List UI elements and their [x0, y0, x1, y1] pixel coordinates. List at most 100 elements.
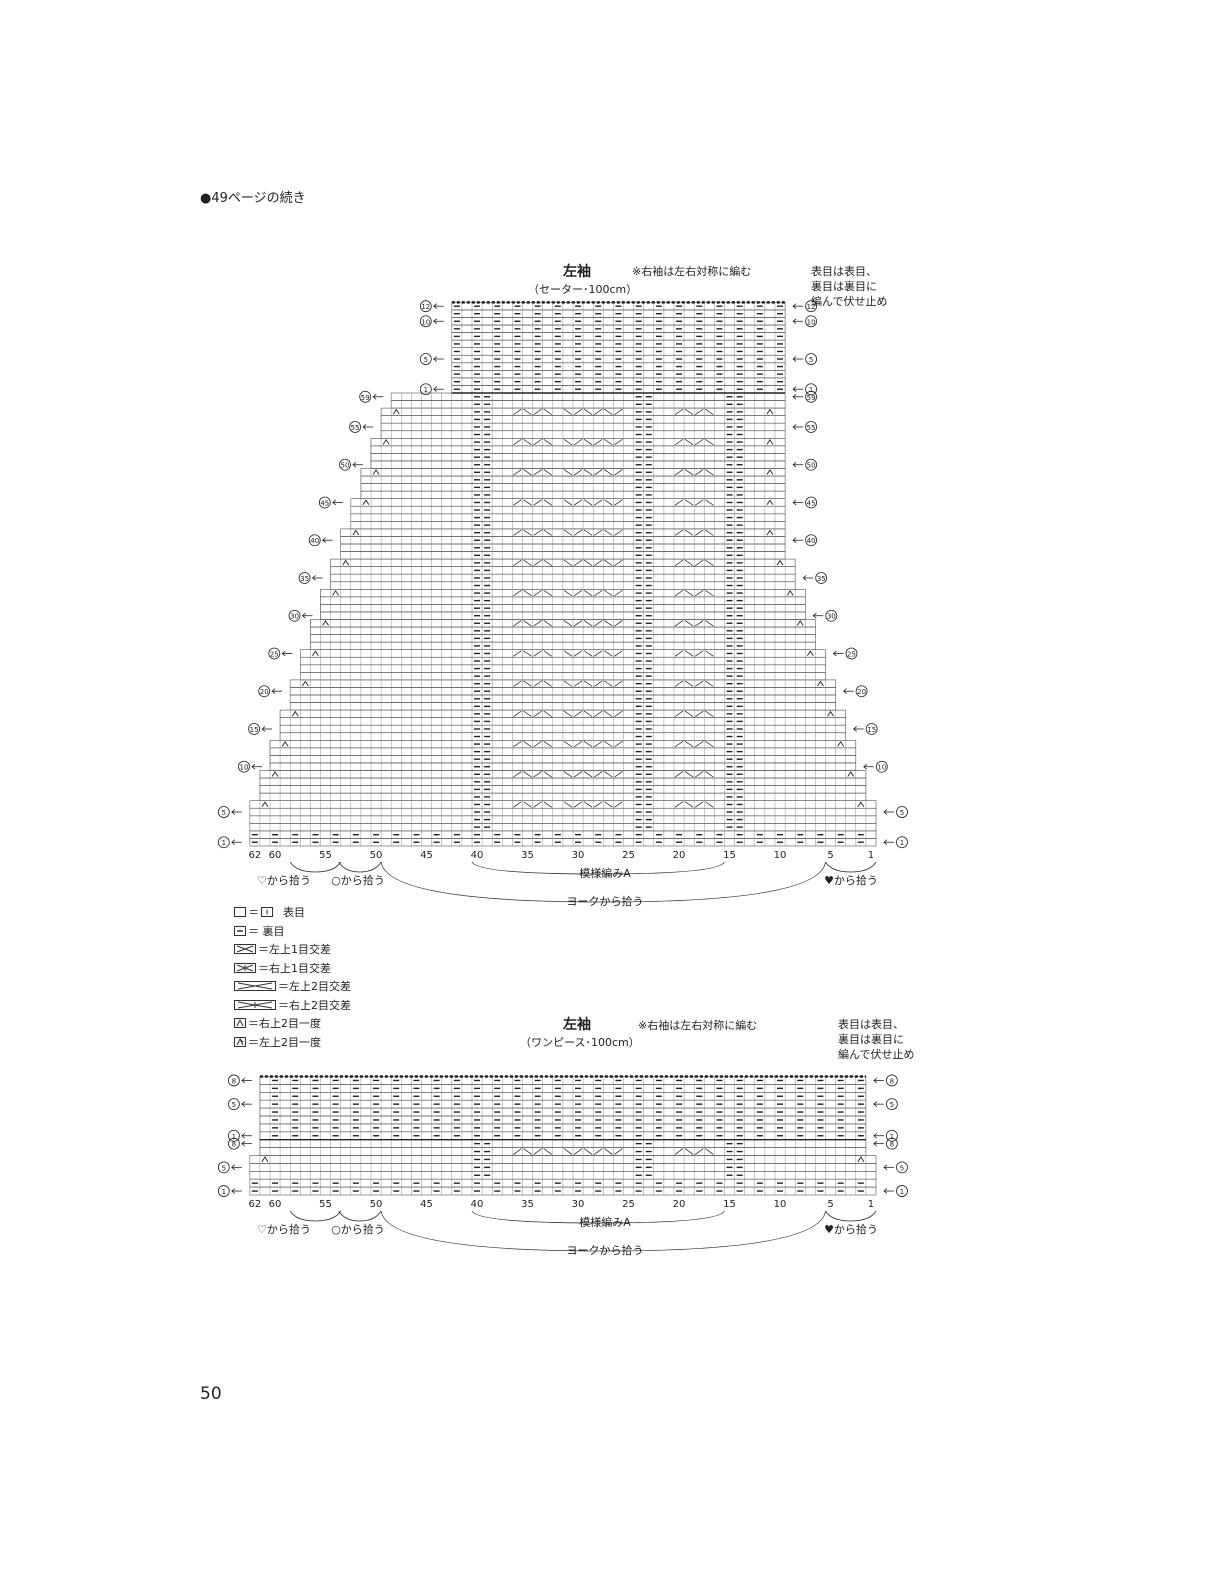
stitch-number: 10 — [774, 850, 787, 861]
cross-mark — [674, 740, 684, 748]
symbol-legend: ＝ 表目 ＝ 裏目 ＝左上1目交差 ＝右上1目交差 ＝左上2目交差 ＝右上2目交… — [234, 903, 351, 1051]
cross-mark — [513, 469, 522, 476]
cross-mark — [684, 740, 694, 748]
cross-mark — [684, 529, 694, 536]
decrease-mark — [301, 680, 309, 687]
cross-mark — [674, 620, 684, 627]
row-number-label: 12 — [421, 303, 430, 311]
bind-off-line: 編んで伏せ止め — [811, 294, 888, 308]
cross-mark — [593, 620, 603, 627]
legend-text: ＝右上1目交差 — [258, 961, 331, 975]
bind-off-line: 編んで伏せ止め — [838, 1047, 915, 1061]
stitch-number: 40 — [471, 850, 484, 861]
cross-mark — [583, 559, 593, 566]
cross-mark — [573, 801, 583, 808]
row-arrow-head — [792, 537, 797, 544]
cross-mark — [513, 529, 522, 536]
cross-mark — [684, 710, 694, 717]
cross-mark — [614, 499, 623, 506]
cross-mark — [563, 710, 573, 717]
cross-mark — [563, 469, 573, 476]
cross-mark — [684, 559, 694, 566]
cross-mark — [563, 529, 573, 536]
row-number-circle — [349, 421, 362, 433]
row-arrow-head — [792, 356, 797, 362]
row-arrow-head — [812, 612, 817, 619]
legend-row-left-k2tog: ＝左上2目一度 — [234, 1033, 351, 1052]
cross-mark — [593, 710, 603, 717]
legend-row-left-cross-2: ＝左上2目交差 — [234, 977, 351, 996]
cross-mark — [513, 740, 522, 748]
row-number-label: 1 — [222, 839, 226, 847]
row-number-circle — [805, 353, 817, 365]
page-header: ●49ページの続き — [200, 191, 306, 206]
row-arrow-head — [792, 461, 797, 468]
cross-mark — [674, 469, 684, 476]
row-arrow-head — [372, 393, 377, 400]
row-arrow-head — [802, 575, 807, 581]
cross-mark — [573, 438, 583, 446]
cross-mark — [614, 1148, 623, 1155]
grid-row — [370, 453, 786, 462]
cross-mark — [604, 740, 613, 748]
cross-mark — [593, 680, 603, 687]
cross-mark — [604, 408, 613, 415]
cross-mark — [563, 408, 573, 415]
cross-mark — [573, 559, 583, 566]
row-number-label: 10 — [877, 764, 886, 772]
row-number-circle — [896, 836, 908, 849]
chart2-note: ※右袖は左右対称に編む — [638, 1019, 758, 1032]
cross-mark — [533, 408, 542, 415]
cross-mark — [705, 1148, 714, 1155]
cross-mark — [705, 710, 714, 717]
cross-mark — [573, 650, 583, 657]
cross-mark — [684, 469, 694, 476]
cross-mark — [573, 620, 583, 627]
row-arrow-head — [352, 461, 357, 468]
decrease-mark — [312, 650, 319, 656]
cross-mark — [694, 650, 704, 657]
cross-mark — [694, 469, 704, 476]
cross-mark — [614, 438, 623, 446]
row-arrow-head — [433, 303, 438, 309]
cross-mark — [513, 408, 522, 415]
legend-row-purl: ＝ 裏目 — [234, 922, 351, 941]
cross-mark — [593, 499, 603, 506]
row-number-circle — [805, 534, 817, 547]
stitch-number: 45 — [420, 850, 433, 861]
stitch-number: 15 — [723, 850, 736, 861]
legend-row-right-cross-2: ＝右上2目交差 — [234, 996, 351, 1015]
cross-mark — [694, 529, 704, 536]
row-number-circle — [845, 647, 858, 660]
cross-mark — [674, 589, 684, 597]
row-number-label: 30 — [827, 613, 836, 621]
cross-mark — [614, 620, 623, 627]
row-number-circle — [318, 496, 331, 509]
row-number-circle — [248, 723, 261, 735]
row-number-label: 35 — [817, 575, 826, 583]
row-number-label: 25 — [270, 650, 279, 658]
cross-mark — [543, 680, 553, 687]
row-number-circle — [339, 458, 351, 471]
cross-mark — [533, 771, 542, 778]
cross-mark — [674, 1148, 684, 1155]
pattern-a-label: 模様編みA — [579, 866, 631, 880]
cross-mark — [543, 438, 553, 446]
row-arrow-head — [433, 318, 438, 325]
cross-mark — [593, 559, 603, 566]
cross-mark — [604, 650, 613, 657]
cross-mark — [614, 801, 623, 808]
cross-mark — [694, 680, 704, 687]
row-arrow-head — [231, 809, 236, 815]
cross-mark — [684, 801, 694, 808]
cross-mark — [694, 499, 704, 506]
stitch-number: 50 — [370, 850, 383, 861]
row-arrow-head — [231, 839, 236, 846]
row-number-circle — [805, 458, 817, 471]
decrease-mark — [281, 740, 289, 747]
decrease-mark — [837, 740, 845, 747]
decrease-mark — [796, 620, 804, 626]
row-number-label: 5 — [900, 809, 904, 817]
heart-outline-pickup-label: ♡から拾う — [257, 873, 311, 887]
decrease-mark — [392, 408, 400, 415]
